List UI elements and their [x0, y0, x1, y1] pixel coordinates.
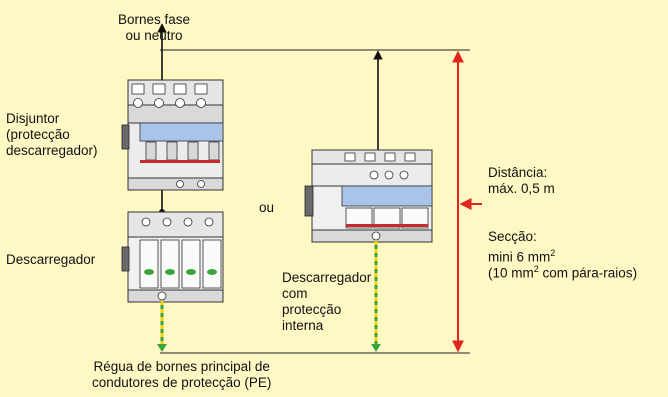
label-arrester: Descarregador [6, 252, 96, 267]
section-line1-sup: 2 [550, 248, 556, 258]
label-pe-busbar: Régua de bornes principal de condutores … [92, 359, 272, 390]
breaker-module [121, 79, 224, 191]
internal-protection-arrester-module [304, 149, 433, 243]
label-arrester-internal: Descarregador com protecção interna [282, 270, 372, 333]
section-line2-rest: com pára-raios) [538, 265, 638, 281]
arrester-module [121, 211, 224, 303]
section-line2-open: (10 mm [488, 265, 534, 281]
label-or: ou [259, 200, 275, 215]
label-section-line2: (10 mm2 com pára-raios) [488, 245, 637, 282]
label-section-line1: mini 6 mm2 [488, 229, 555, 266]
label-breaker: Disjuntor (protecção descarregador) [6, 111, 98, 158]
section-line2-sup: 2 [533, 264, 539, 274]
label-section: Secção: [488, 213, 537, 245]
pe-conductor-left [157, 301, 167, 352]
label-distance: Distância: máx. 0,5 m [488, 165, 555, 196]
label-top-terminals: Bornes fase ou neutro [118, 12, 191, 43]
section-title: Secção: [488, 229, 537, 244]
section-line1-text: mini 6 mm [488, 249, 551, 265]
pe-conductor-right [371, 241, 381, 352]
